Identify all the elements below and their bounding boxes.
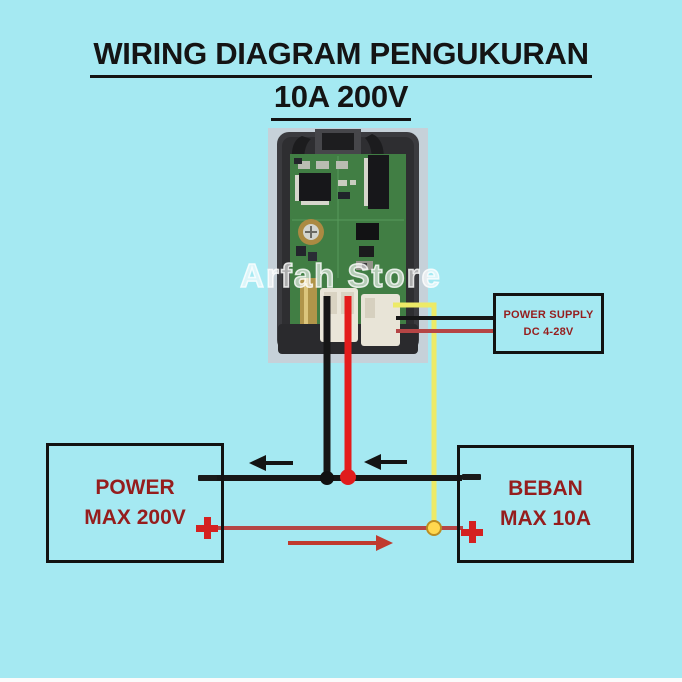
smd-component [350, 180, 356, 185]
smd-resistor [294, 158, 302, 164]
diagram-title-line2: 10A 200V [0, 79, 682, 121]
junction-dot-black [320, 471, 334, 485]
load-label-line1: BEBAN [508, 476, 583, 500]
driver-ic-chip [368, 155, 389, 209]
source-label-line2: MAX 200V [84, 506, 186, 529]
panel-meter-module-photo [268, 128, 428, 363]
driver-ic-pins [364, 158, 368, 206]
regulator-ic [356, 223, 379, 240]
source-box: POWER MAX 200V [46, 443, 224, 563]
power-supply-box: POWER SUPPLY DC 4-28V [493, 293, 604, 354]
diagram-title-line1: WIRING DIAGRAM PENGUKURAN [0, 36, 682, 78]
power-supply-label-line2: DC 4-28V [523, 325, 574, 338]
smd-component [338, 192, 350, 199]
smd-capacitor [336, 161, 348, 169]
smd-component [338, 180, 347, 186]
bottom-white-strip [0, 678, 682, 682]
junction-dot-red [340, 469, 356, 485]
smd-capacitor [316, 161, 329, 169]
arrow-left-1-head [249, 455, 266, 471]
arrow-left-2-head [364, 454, 381, 470]
source-plus-terminal [196, 517, 218, 539]
load-minus-terminal [462, 474, 481, 480]
smd-capacitor [298, 161, 310, 169]
connector-2pin-slot [324, 292, 337, 314]
connector-3pin-slot [365, 298, 375, 318]
source-minus-terminal [198, 475, 217, 481]
smd-component [296, 246, 306, 256]
connector-2pin-slot [341, 292, 354, 314]
source-label-line1: POWER [95, 475, 175, 499]
main-ic-chip [299, 173, 331, 201]
ic-pins-bottom [301, 201, 329, 205]
trimmer-screw [362, 263, 367, 268]
load-box: BEBAN MAX 10A [457, 445, 634, 563]
arrow-right-red-head [376, 535, 393, 551]
diagram-title-line1-text: WIRING DIAGRAM PENGUKURAN [90, 36, 592, 78]
watermark-text: Arfah Store [239, 256, 442, 295]
arrow-left-2 [364, 454, 407, 470]
smd-component [308, 252, 317, 261]
load-label-line2: MAX 10A [499, 507, 592, 530]
frame-top-tab-slot [322, 133, 354, 150]
arrow-left-1 [249, 455, 293, 471]
shunt-highlight [304, 278, 308, 332]
ic-pins-left [295, 175, 299, 201]
diagram-title-line2-text: 10A 200V [270, 79, 412, 121]
arrow-right-red [288, 535, 393, 551]
transistor [359, 246, 374, 257]
potentiometer-slot [305, 226, 317, 238]
load-plus-terminal [461, 521, 483, 543]
junction-dot-yellow [426, 520, 442, 536]
power-supply-label-line1: POWER SUPPLY [503, 309, 594, 321]
